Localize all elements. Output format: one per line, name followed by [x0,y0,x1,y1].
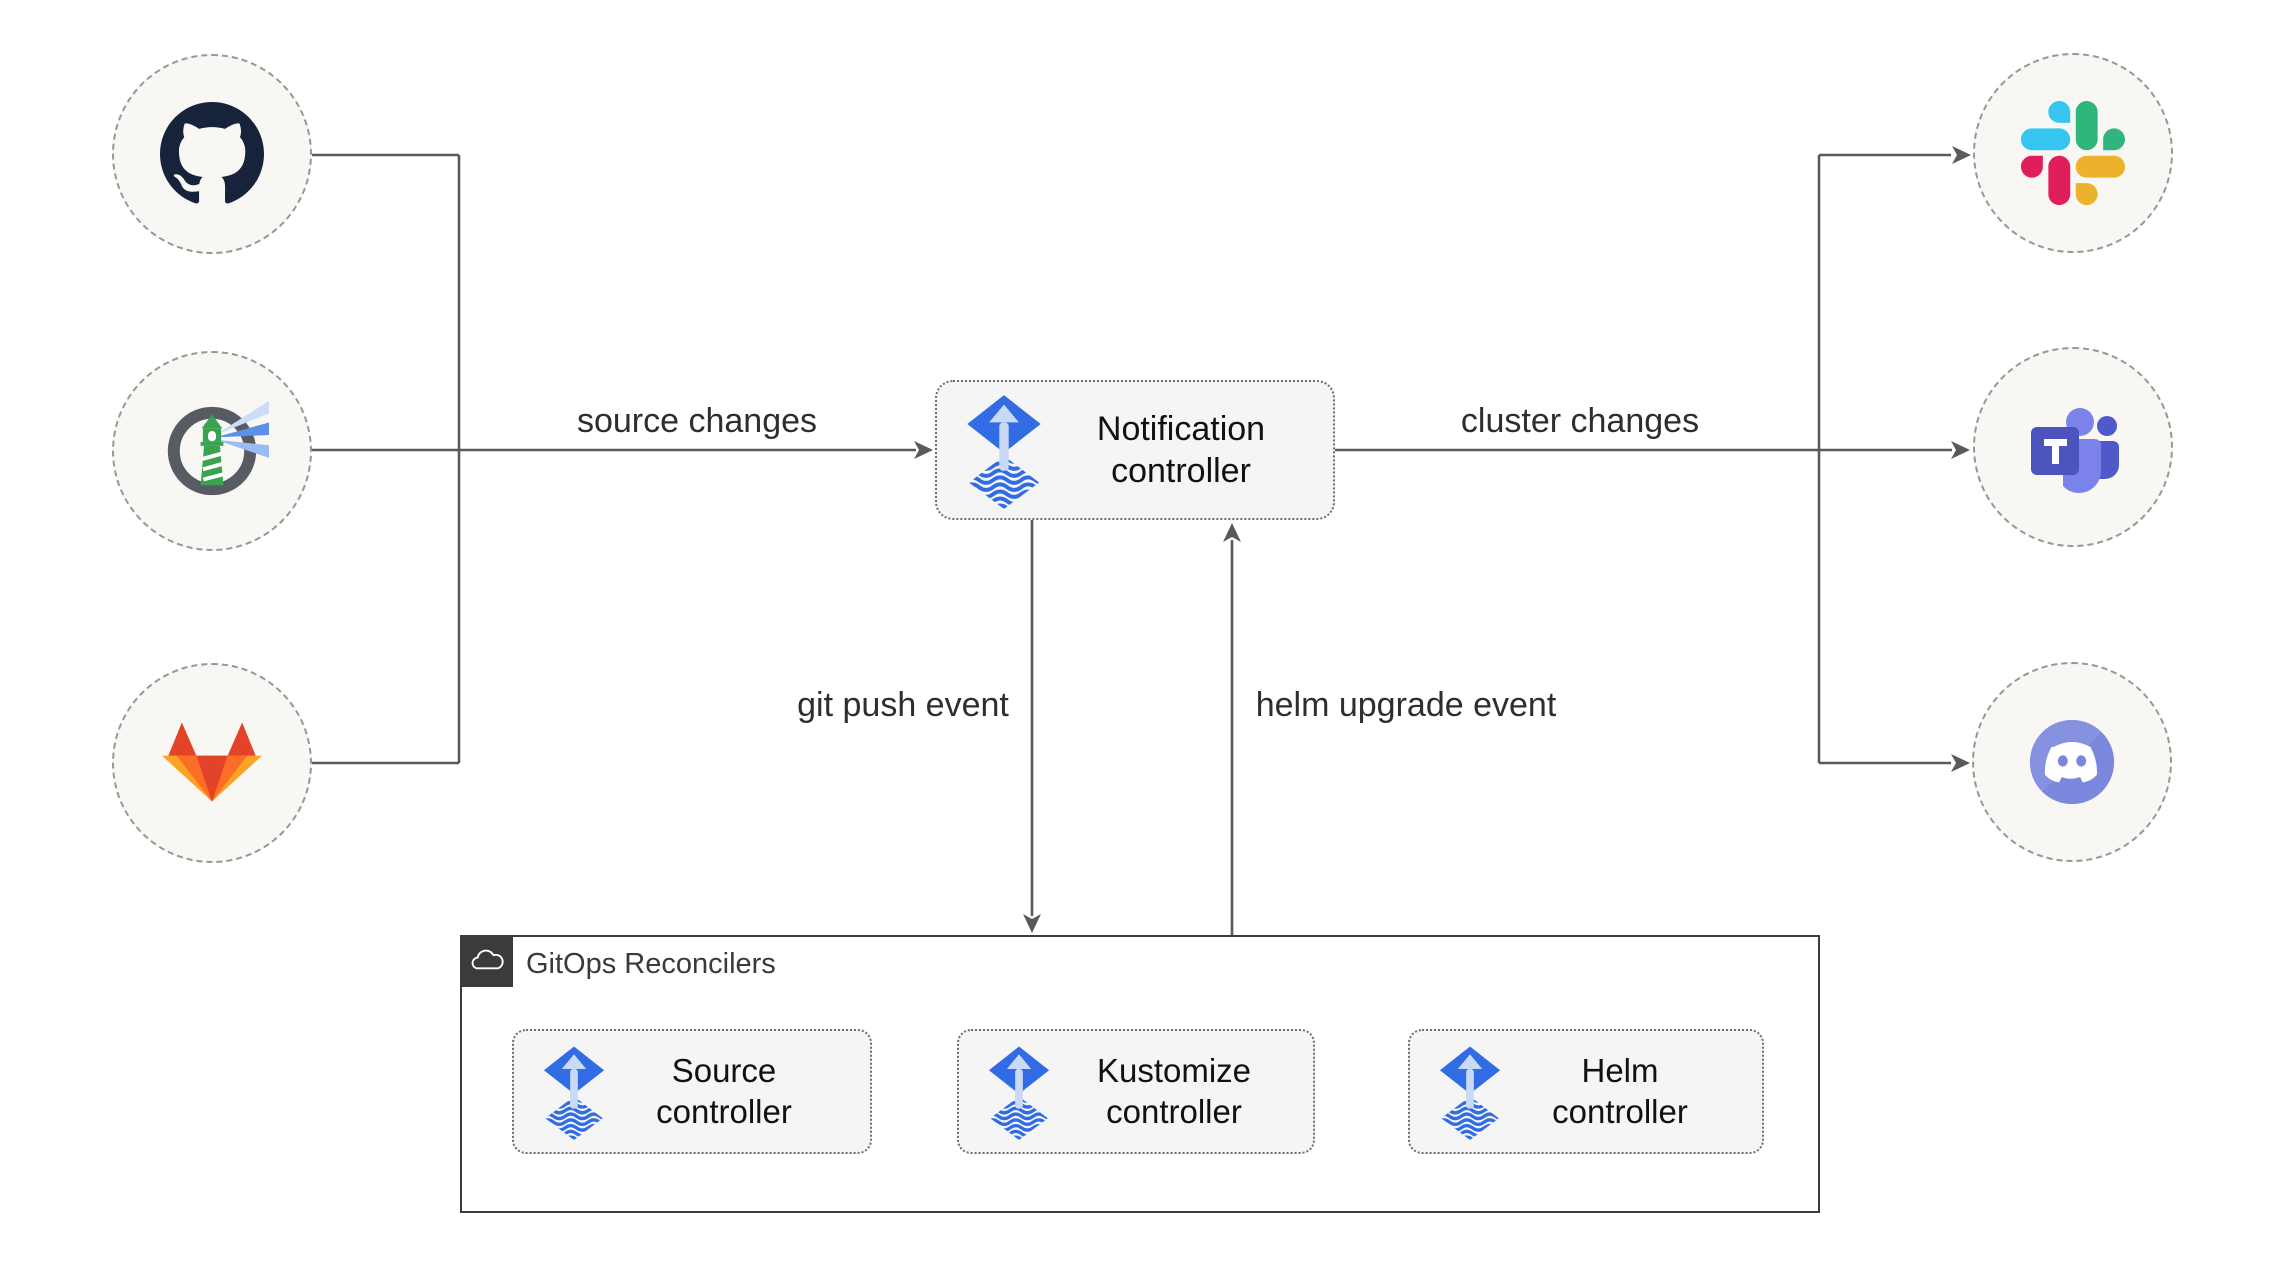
gitlab-icon [162,722,262,802]
group-header-square [459,934,513,987]
notification-controller-node: Notification controller [935,380,1335,520]
github-icon [160,102,264,204]
flux-icon [965,392,1043,509]
edge-label-source-changes: source changes [576,402,818,440]
slack-icon [2021,101,2125,205]
flux-icon [542,1044,606,1140]
discord-icon [2029,719,2115,805]
kustomize-controller-label: Kustomize controller [1096,1051,1252,1130]
gitops-reconcilers-group: GitOps Reconcilers Source controller Kus… [459,934,1820,1213]
helm-controller-label: Helm controller [1552,1051,1688,1130]
helm-controller-node: Helm controller [1408,1029,1764,1154]
edge-label-cluster-changes: cluster changes [1460,402,1700,440]
flux-icon [987,1044,1051,1140]
source-controller-label: Source controller [656,1051,792,1130]
flux-icon [1438,1044,1502,1140]
kustomize-controller-node: Kustomize controller [957,1029,1315,1154]
target-node-discord [1972,662,2172,862]
target-node-slack [1973,53,2173,253]
notification-controller-label: Notification controller [1096,409,1266,490]
source-node-github [112,54,312,254]
edge-label-helm-upgrade-event: helm upgrade event [1255,686,1557,724]
source-node-harbor [112,351,312,551]
teams-icon [2031,408,2119,493]
group-title: GitOps Reconcilers [526,948,776,980]
source-node-gitlab [112,663,312,863]
cloud-icon [471,949,504,969]
source-controller-node: Source controller [512,1029,872,1154]
harbor-icon [167,400,269,496]
target-node-teams [1973,347,2173,547]
edge-label-git-push-event: git push event [797,686,1009,724]
